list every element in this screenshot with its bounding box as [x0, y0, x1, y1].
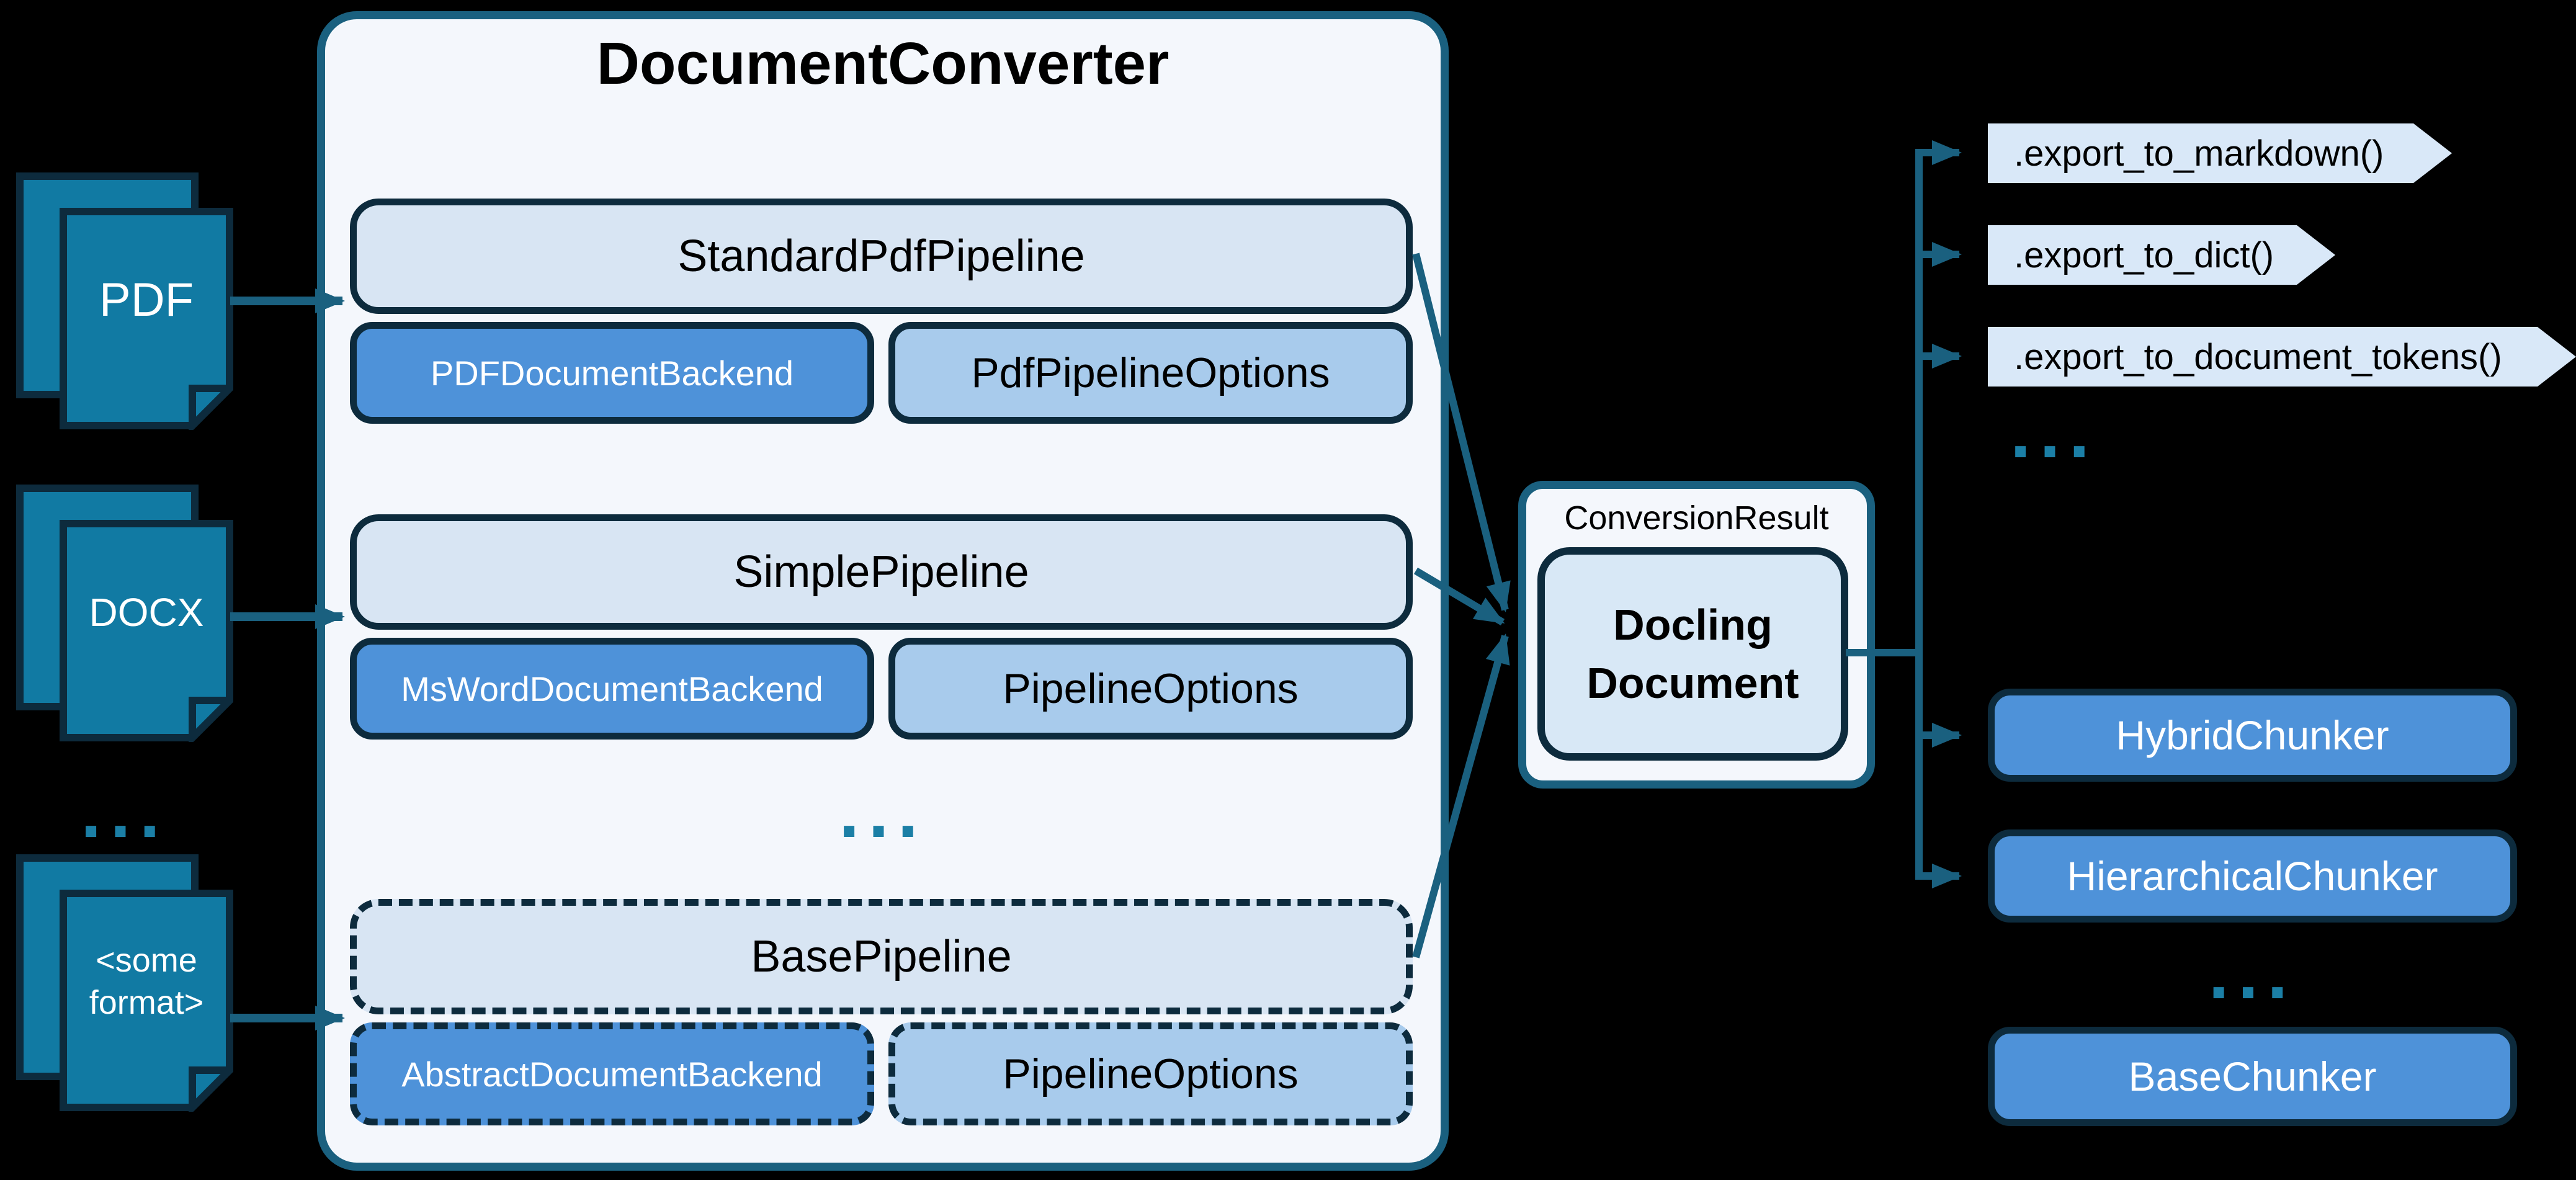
docx-label: DOCX — [89, 589, 204, 635]
pdf-label: PDF — [99, 274, 194, 326]
export-to-markdown-chip: .export_to_markdown() — [1988, 123, 2452, 183]
some-format-document-icon: <some format> — [16, 854, 239, 1117]
docling-document-line1: Docling — [1613, 600, 1773, 649]
hybrid-chunker-box: HybridChunker — [1988, 689, 2517, 782]
chunkers-ellipsis: ... — [2208, 931, 2297, 1014]
document-pages-icon — [16, 854, 239, 1117]
standard-pdf-pipeline-box: StandardPdfPipeline — [350, 199, 1413, 314]
pdf-document-icon: PDF — [16, 172, 239, 435]
export-to-dict-chip: .export_to_dict() — [1988, 225, 2335, 285]
simple-pipeline-box: SimplePipeline — [350, 514, 1413, 630]
some-format-label: <some format> — [63, 893, 230, 1070]
exports-ellipsis: ... — [2010, 390, 2099, 473]
docling-document-box: Docling Document — [1537, 547, 1848, 761]
pdf-document-backend-box: PDFDocumentBackend — [350, 322, 874, 424]
document-pages-icon — [16, 172, 239, 435]
inputs-ellipsis: ... — [80, 770, 169, 853]
pdf-pipeline-options-box: PdfPipelineOptions — [888, 322, 1413, 424]
pipeline-options-box: PipelineOptions — [888, 638, 1413, 740]
conversion-result-label: ConversionResult — [1564, 499, 1829, 537]
base-pipeline-box: BasePipeline — [350, 899, 1413, 1014]
base-pipeline-options-box: PipelineOptions — [888, 1022, 1413, 1125]
ms-word-document-backend-box: MsWordDocumentBackend — [350, 638, 874, 740]
document-converter-title: DocumentConverter — [596, 30, 1169, 97]
some-format-label-line1: <some — [96, 942, 197, 979]
docx-document-icon: DOCX — [16, 485, 239, 747]
docling-document-line2: Document — [1586, 659, 1799, 707]
hierarchical-chunker-box: HierarchicalChunker — [1988, 829, 2517, 923]
export-to-document-tokens-chip: .export_to_document_tokens() — [1988, 327, 2576, 387]
abstract-document-backend-box: AbstractDocumentBackend — [350, 1022, 874, 1125]
converter-ellipsis: ... — [838, 770, 928, 853]
document-pages-icon — [16, 485, 239, 747]
base-chunker-box: BaseChunker — [1988, 1027, 2517, 1126]
some-format-label-line2: format> — [89, 983, 204, 1021]
